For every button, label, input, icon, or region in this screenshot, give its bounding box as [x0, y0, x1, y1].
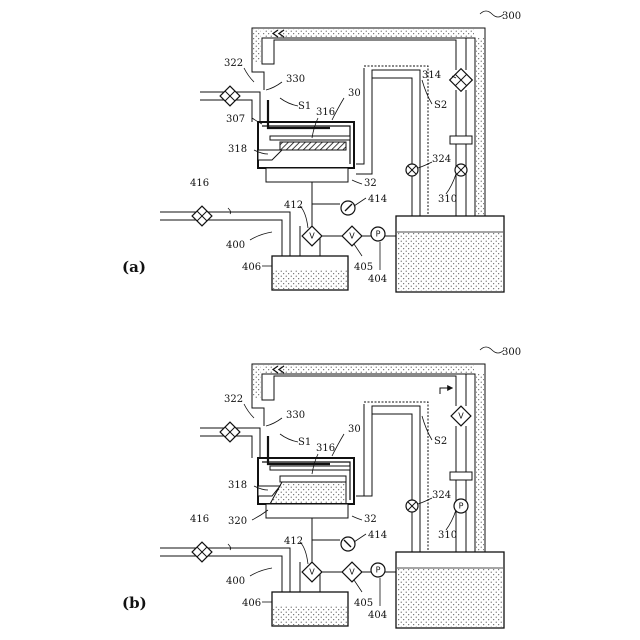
ref-300: 300: [502, 347, 521, 358]
valve-405-icon: V: [342, 562, 362, 582]
ref-400: 400: [226, 240, 245, 251]
valve-322-icon: [220, 86, 240, 106]
drain-tank-406: [272, 256, 348, 290]
gauge-414-icon: [341, 201, 355, 215]
pump-symbol: P: [459, 502, 464, 511]
ref-310: 310: [438, 194, 457, 205]
valve-v-upper-icon: V: [451, 406, 471, 426]
ref-307: 307: [226, 114, 245, 125]
treatment-chamber: [200, 92, 354, 182]
ref-316: 316: [316, 443, 335, 454]
valve-324-icon: [406, 164, 418, 176]
ref-405: 405: [354, 262, 373, 273]
liquid-tank: [396, 216, 504, 292]
ref-416: 416: [190, 178, 209, 189]
pump-404-icon: P: [371, 563, 385, 577]
gauge-414-icon: [341, 537, 355, 551]
drain-tank-406: [272, 592, 348, 626]
ref-406: 406: [242, 262, 261, 273]
ref-s1: S1: [298, 101, 311, 112]
valve-324-icon: [406, 500, 418, 512]
filter-310: [450, 472, 472, 480]
ref-405: 405: [354, 598, 373, 609]
ref-s2: S2: [434, 436, 447, 447]
panel-label-b: (b): [122, 594, 147, 612]
valve-405-icon: V: [342, 226, 362, 246]
valve-symbol: V: [458, 412, 464, 421]
ref-30: 30: [348, 424, 361, 435]
treatment-chamber: [200, 428, 354, 518]
valve-symbol: V: [349, 232, 355, 241]
ref-414: 414: [368, 530, 387, 541]
valve-322-icon: [220, 422, 240, 442]
ref-32: 32: [364, 514, 377, 525]
panel-b: V P: [122, 347, 521, 628]
valve-412-icon: V: [302, 226, 322, 246]
ref-416: 416: [190, 514, 209, 525]
ref-412: 412: [284, 536, 303, 547]
ref-316: 316: [316, 107, 335, 118]
pump-404-icon: P: [371, 227, 385, 241]
ref-310: 310: [438, 530, 457, 541]
ref-324: 324: [432, 154, 451, 165]
ref-322: 322: [224, 394, 243, 405]
drain-line: [160, 182, 396, 260]
ref-322: 322: [224, 58, 243, 69]
ref-30: 30: [348, 88, 361, 99]
valve-416-icon: [192, 542, 212, 562]
panel-label-a: (a): [122, 258, 146, 276]
ref-32: 32: [364, 178, 377, 189]
panel-a: V V P: [122, 10, 521, 292]
ref-404: 404: [368, 610, 387, 621]
valve-314-icon: [450, 69, 473, 92]
ref-300: 300: [502, 11, 521, 22]
ref-318: 318: [228, 144, 247, 155]
valve-412-icon: V: [302, 562, 322, 582]
ref-412: 412: [284, 200, 303, 211]
ref-404: 404: [368, 274, 387, 285]
ref-314: 314: [422, 70, 441, 81]
ref-318: 318: [228, 480, 247, 491]
ref-414: 414: [368, 194, 387, 205]
drain-line: [160, 518, 396, 596]
ref-s1: S1: [298, 437, 311, 448]
ref-400: 400: [226, 576, 245, 587]
ref-330: 330: [286, 410, 305, 421]
valve-416-icon: [192, 206, 212, 226]
ref-330: 330: [286, 74, 305, 85]
filter-310: [450, 136, 472, 144]
ref-406: 406: [242, 598, 261, 609]
liquid-tank: [396, 552, 504, 628]
valve-symbol: V: [309, 232, 315, 241]
valve-symbol: V: [309, 568, 315, 577]
pump-symbol: P: [376, 566, 381, 575]
ref-s2: S2: [434, 100, 447, 111]
valve-symbol: V: [349, 568, 355, 577]
ref-320: 320: [228, 516, 247, 527]
valve-310-icon: [455, 164, 467, 176]
pump-symbol: P: [376, 230, 381, 239]
ref-324: 324: [432, 490, 451, 501]
